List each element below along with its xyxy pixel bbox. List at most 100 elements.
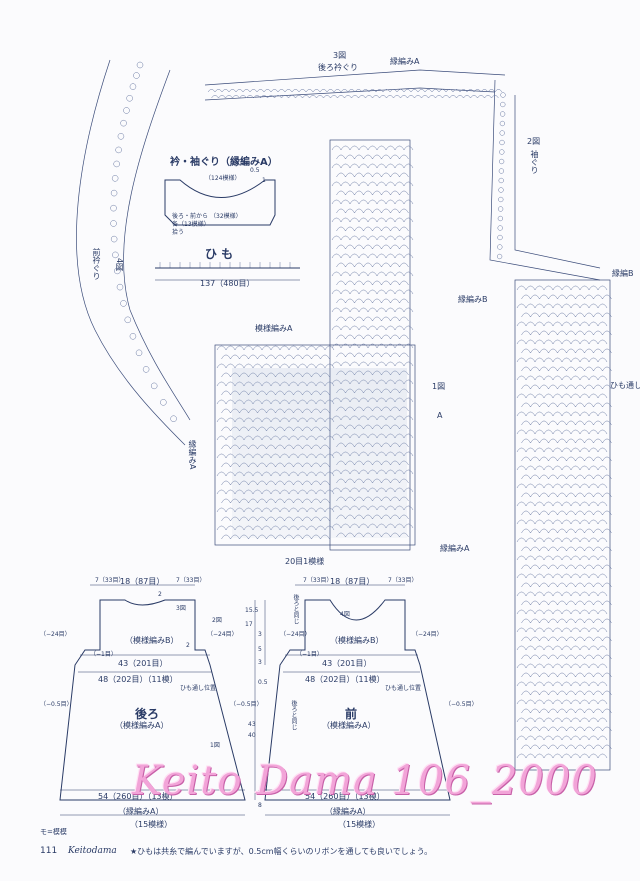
lace-scallop <box>306 489 317 495</box>
lace-scallop <box>381 514 391 520</box>
lace-scallop <box>293 516 303 522</box>
lace-scallop <box>311 390 321 396</box>
lace-scallop <box>385 415 396 421</box>
lace-scallop <box>390 406 400 412</box>
lace-scallop <box>376 397 387 403</box>
lace-scallop <box>266 426 276 432</box>
lace-scallop <box>216 453 227 459</box>
lace-scallop <box>399 226 409 232</box>
armhole-stitch <box>499 139 505 146</box>
lace-scallop <box>382 89 391 93</box>
lace-scallop <box>305 89 314 93</box>
lace-scallop <box>521 492 531 498</box>
lace-scallop <box>530 582 540 588</box>
lace-scallop <box>315 489 326 495</box>
lace-scallop <box>557 294 567 300</box>
lace-scallop <box>570 645 581 651</box>
lace-scallop <box>597 573 608 579</box>
lace-scallop <box>320 354 330 360</box>
back-edge: （縁編みA） <box>118 807 164 816</box>
lace-scallop <box>252 399 263 405</box>
lace-scallop <box>302 426 312 432</box>
lace-scallop <box>324 507 335 513</box>
lace-scallop <box>354 514 364 520</box>
collar-stitch <box>136 61 144 69</box>
lace-scallop <box>530 510 540 516</box>
lace-scallop <box>367 307 378 313</box>
lace-scallop <box>575 654 585 660</box>
lace-scallop <box>602 618 612 624</box>
lace-scallop <box>320 498 330 504</box>
lace-scallop <box>575 618 585 624</box>
lace-scallop <box>516 681 527 687</box>
lace-scallop <box>368 89 377 93</box>
lace-scallop <box>530 456 540 462</box>
lace-scallop <box>365 95 373 99</box>
lace-scallop <box>543 573 554 579</box>
lace-scallop <box>394 253 405 259</box>
lace-scallop <box>534 645 545 651</box>
lace-scallop <box>234 525 245 531</box>
lace-scallop <box>349 379 360 385</box>
lace-scallop <box>548 654 558 660</box>
lace-scallop <box>539 546 549 552</box>
collar-top-count: （124模様） <box>205 175 241 182</box>
lace-scallop <box>552 447 563 453</box>
lace-scallop <box>525 609 536 615</box>
lace-scallop <box>403 325 414 331</box>
armhole-stitch <box>497 215 504 222</box>
lace-scallop <box>417 89 426 93</box>
lace-scallop <box>602 492 612 498</box>
footnote: ★ひもは共糸で編んでいますが、0.5cm幅くらいのリボンを通しても良いでしょう。 <box>130 847 433 856</box>
lace-scallop <box>239 354 249 360</box>
lace-scallop <box>575 348 585 354</box>
lace-scallop <box>438 89 447 93</box>
lace-scallop <box>331 217 342 223</box>
lace-scallop <box>566 456 576 462</box>
lace-scallop <box>297 453 308 459</box>
lace-scallop <box>361 89 370 93</box>
lace-scallop <box>584 474 594 480</box>
edge-a-left: 縁編みA <box>188 440 197 470</box>
lace-scallop <box>345 442 355 448</box>
lace-scallop <box>602 600 612 606</box>
lace-scallop <box>557 384 567 390</box>
lace-scallop <box>297 489 308 495</box>
lace-scallop <box>302 408 312 414</box>
front-title: 前 <box>345 707 358 721</box>
lace-scallop <box>372 370 382 376</box>
lace-scallop <box>336 532 346 538</box>
lace-scallop <box>602 564 612 570</box>
lace-scallop <box>234 363 245 369</box>
front-yoke-pattern: （模様編みB） <box>330 636 384 645</box>
lace-scallop <box>575 708 585 714</box>
lace-scallop <box>543 627 554 633</box>
lace-scallop <box>381 496 391 502</box>
armhole-stitch <box>499 130 505 136</box>
lace-scallop <box>570 591 581 597</box>
lace-scallop <box>279 525 290 531</box>
lace-scallop <box>516 483 527 489</box>
lace-scallop <box>216 489 227 495</box>
lace-scallop <box>288 381 299 387</box>
lace-scallop <box>349 271 360 277</box>
lace-scallop <box>363 190 373 196</box>
lace-scallop <box>452 89 461 93</box>
lace-scallop <box>390 226 400 232</box>
lace-scallop <box>354 532 364 538</box>
lace-scallop <box>376 433 387 439</box>
dim-d5: 3 <box>258 659 262 666</box>
collar-stitch <box>110 235 118 243</box>
lace-scallop <box>320 426 330 432</box>
lace-scallop <box>584 438 594 444</box>
lace-scallop <box>354 316 364 322</box>
lace-scallop <box>367 181 378 187</box>
lace-scallop <box>602 546 612 552</box>
lace-scallop <box>349 325 360 331</box>
lace-scallop <box>593 456 603 462</box>
lace-scallop <box>385 271 396 277</box>
lace-scallop <box>579 501 590 507</box>
lace-scallop <box>311 444 321 450</box>
lace-scallop <box>557 402 567 408</box>
lace-scallop <box>543 393 554 399</box>
